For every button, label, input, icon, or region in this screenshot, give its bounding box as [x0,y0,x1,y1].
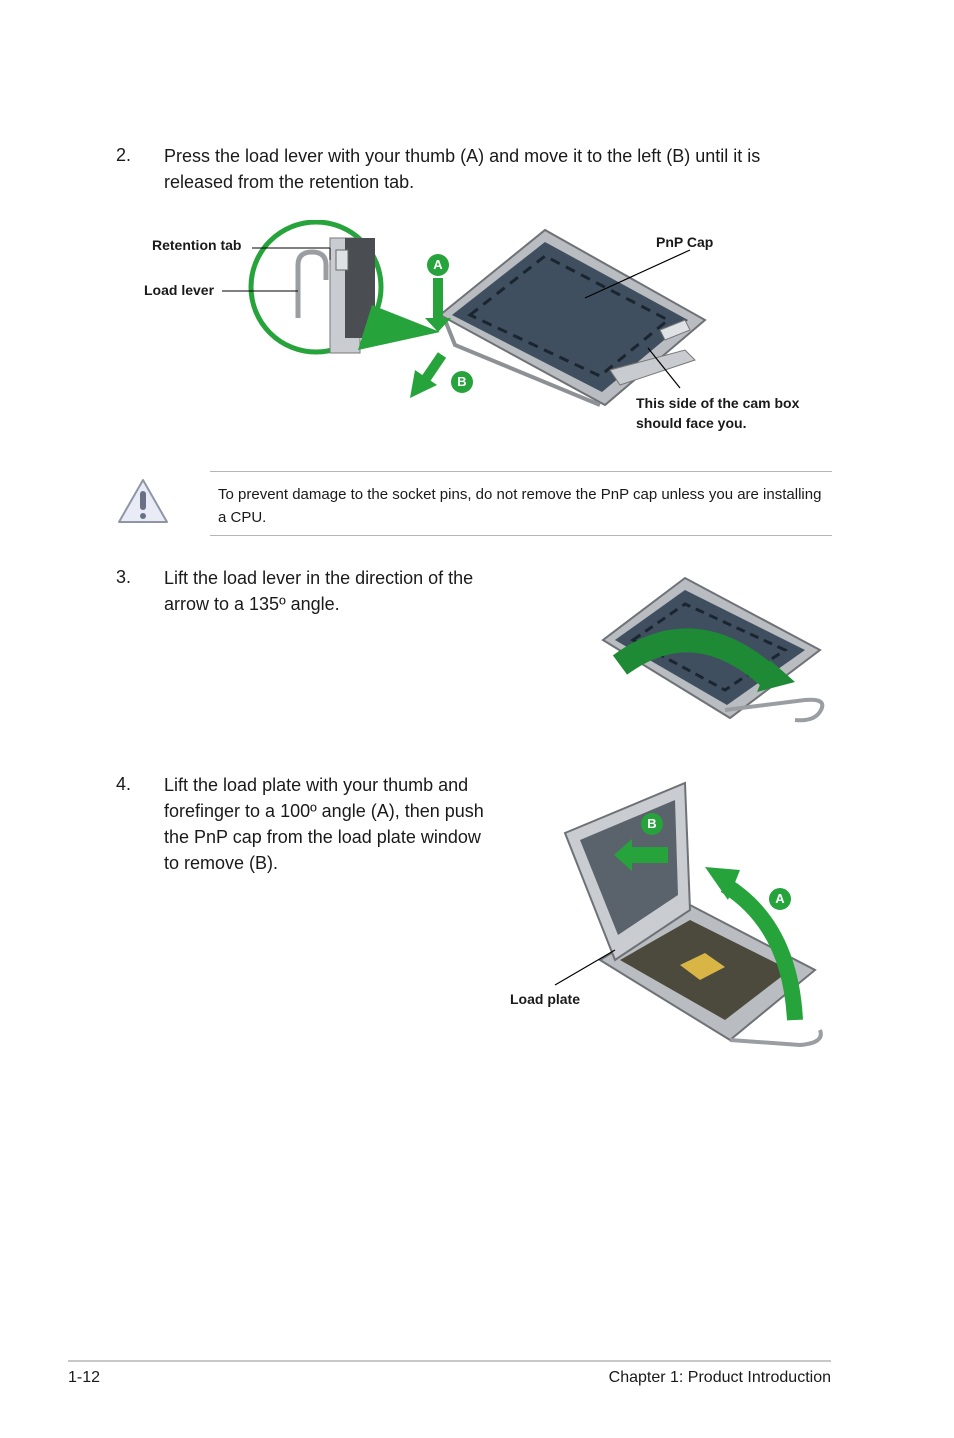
label-load-plate: Load plate [510,991,581,1007]
label-cam-box-line2: should face you. [636,415,747,431]
arrow-b-left [410,352,447,398]
step-2-number: 2. [116,145,132,165]
socket-closed [438,228,707,407]
step-3-number: 3. [116,567,132,587]
chapter-title: Chapter 1: Product Introduction [608,1369,831,1386]
caution-icon [118,479,168,523]
figure-release-lever [222,220,707,407]
zoom-pointer [358,305,440,350]
figure-lift-plate [554,781,823,1048]
arrow-a-lift [705,867,803,1021]
badge-b-step4: B [641,813,663,835]
figure-lift-lever [601,576,825,723]
page-number: 1-12 [68,1369,101,1386]
arrow-a-down [425,278,451,332]
caution-note: To prevent damage to the socket pins, do… [210,471,832,536]
step-2-text: Press the load lever with your thumb (A)… [164,146,761,192]
label-cam-box-line1: This side of the cam box [636,395,800,411]
step-4-text: Lift the load plate with your thumb and … [164,775,484,873]
label-load-lever: Load lever [144,282,215,298]
arrow-b-push [614,839,668,871]
caution-text: To prevent damage to the socket pins, do… [218,486,822,526]
badge-b: B [451,371,473,393]
label-retention-tab: Retention tab [152,237,242,253]
step-4-number: 4. [116,774,132,794]
label-pnp-cap: PnP Cap [656,234,714,250]
rotation-arrow [612,628,795,692]
badge-a-step4: A [769,888,791,910]
step-3-text: Lift the load lever in the direction of … [164,568,474,614]
footer-rule [68,1360,831,1362]
badge-a: A [427,254,449,276]
